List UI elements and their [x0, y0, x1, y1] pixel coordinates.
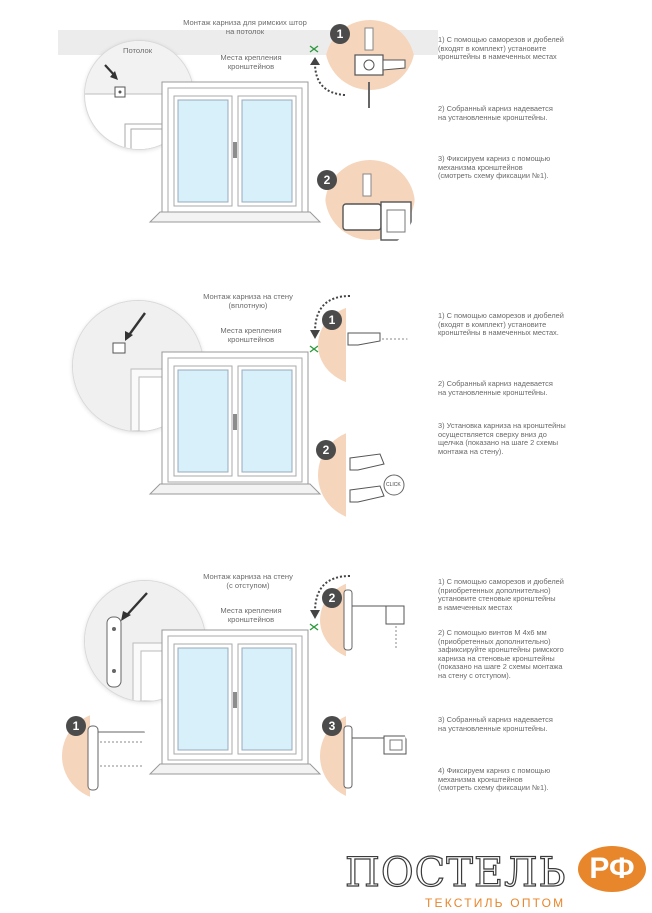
section3-window	[148, 629, 322, 775]
section1-dotted-arrow	[310, 57, 346, 96]
click-label: CLICK	[386, 482, 401, 488]
logo-badge: РФ	[578, 846, 646, 892]
section1-mark	[309, 45, 319, 53]
section2-bracket-label: Места крепления кронштейнов	[220, 326, 282, 344]
section3-step3-text: 3) Собранный карниз надевается на устано…	[438, 715, 553, 733]
section3-step1-number: 1	[66, 716, 86, 736]
section3-title: Монтаж карниза на стену (с отступом)	[203, 572, 293, 590]
section3-bracket-label: Места крепления кронштейнов	[220, 606, 282, 624]
section2-step1-number: 1	[322, 310, 342, 330]
section3-step3-number: 3	[322, 716, 342, 736]
section2-window	[148, 351, 322, 495]
section2-title: Монтаж карниза на стену (вплотную)	[203, 292, 293, 310]
section1-bracket-label: Места крепления кронштейнов	[220, 53, 282, 71]
section1-step2-text: 2) Собранный карниз надевается на устано…	[438, 104, 553, 122]
logo-wordmark: ПОСТЕЛЬ	[344, 849, 567, 896]
section1-window	[148, 81, 322, 223]
section1-step2-number: 2	[317, 170, 337, 190]
section3-step1-text: 1) С помощью саморезов и дюбелей (приобр…	[438, 577, 564, 612]
section3-step4-text: 4) Фиксируем карниз с помощью механизма …	[438, 766, 551, 793]
section3-step2-number: 2	[322, 588, 342, 608]
section1-step1-number: 1	[330, 24, 350, 44]
section2-step2-text: 2) Собранный карниз надевается на устано…	[438, 379, 553, 397]
section1-step2-figure	[325, 160, 415, 250]
logo-subtitle: ТЕКСТИЛЬ ОПТОМ	[425, 896, 566, 910]
section1-title: Монтаж карниза для римских штор на потол…	[183, 18, 307, 36]
section1-step1-text: 1) С помощью саморезов и дюбелей (входят…	[438, 35, 564, 62]
section1-step3-text: 3) Фиксируем карниз с помощью механизма …	[438, 154, 551, 181]
section2-step3-text: 3) Установка карниза на кронштейны осуще…	[438, 421, 566, 456]
section3-dotted-arrow	[309, 575, 351, 631]
section2-step2-number: 2	[316, 440, 336, 460]
section2-step1-text: 1) С помощью саморезов и дюбелей (входят…	[438, 311, 564, 338]
ceiling-label: Потолок	[123, 46, 153, 55]
section3-step2-text: 2) С помощью винтов М 4х6 мм (приобретен…	[438, 628, 564, 680]
